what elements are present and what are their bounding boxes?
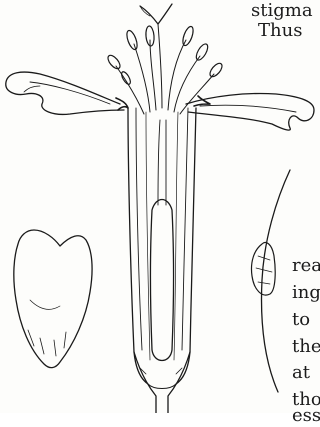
book-page: stigma Thus rea ing to the at tho ess: [0, 0, 320, 413]
text-line-rea: rea: [292, 255, 320, 277]
pistil: [151, 120, 174, 361]
right-petal: [186, 93, 314, 130]
text-line-stigma: stigma: [251, 0, 313, 22]
stamen-detail: [251, 170, 290, 392]
text-line-at: at: [292, 362, 310, 384]
text-line-ing: ing: [292, 282, 320, 304]
text-line-thus: Thus: [258, 20, 302, 42]
left-petal: [6, 72, 124, 114]
text-line-to: to: [292, 309, 310, 331]
flower-illustration: [0, 0, 320, 413]
text-line-the: the: [292, 336, 320, 358]
detached-petal: [14, 230, 92, 368]
text-line-ess: ess: [292, 405, 320, 427]
stigma: [140, 4, 172, 24]
corolla-tube: [128, 108, 196, 384]
